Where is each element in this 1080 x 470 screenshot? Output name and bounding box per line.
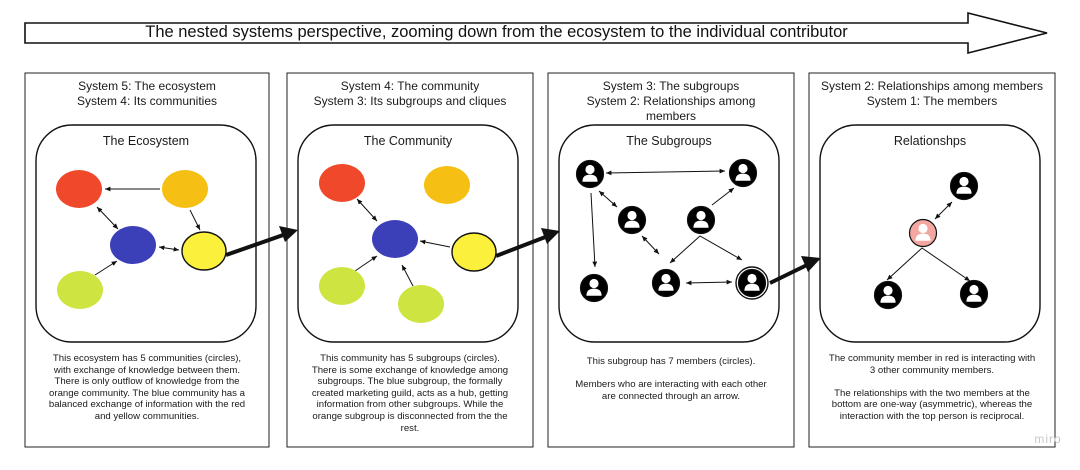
panel-header: System 2: Relationships among members Sy… [820, 79, 1044, 108]
panel-header: System 5: The ecosystem System 4: Its co… [76, 79, 218, 108]
member-person-icon [579, 273, 609, 303]
community-edges [354, 198, 451, 287]
edge-m1-m2 [605, 168, 726, 176]
ecosystem-nodes [56, 170, 227, 309]
edge-m5-m7 [685, 279, 733, 286]
edge-yellow-to-blue [419, 239, 451, 248]
subgroup-blue [372, 220, 418, 258]
miro-watermark: miro [1034, 432, 1062, 446]
edge-m1-to-m6 [590, 192, 598, 268]
subgroup-lightgreen [398, 285, 444, 323]
panel-description: This ecosystem has 5 communities (circle… [48, 353, 246, 422]
member-highlighted-person-icon [908, 218, 938, 248]
panel-header: System 3: The subgroups System 2: Relati… [586, 79, 756, 123]
edge-red-blue [96, 206, 119, 230]
community-red [56, 170, 102, 208]
edge-m4-to-m2 [711, 187, 735, 206]
community-green [57, 271, 103, 309]
banner-arrow [24, 11, 1048, 55]
member-person-icon [575, 159, 605, 189]
subgroup-red [319, 164, 365, 202]
edge-red-to-bottom [886, 247, 971, 282]
subgroup-yellow [451, 232, 497, 272]
community-orange [162, 170, 208, 208]
panel-header: System 4: The community System 3: Its su… [313, 79, 507, 108]
panel-description: The community member in red is interacti… [828, 353, 1036, 422]
member-person-icon [651, 268, 681, 298]
member-person-icon [617, 205, 647, 235]
edge-green-to-blue [354, 255, 378, 272]
community-blue [110, 226, 156, 264]
inner-title: Relationshps [893, 134, 967, 148]
subgroup-green [319, 267, 365, 305]
edge-lightgreen-to-blue [401, 264, 414, 287]
relationship-edges [886, 201, 971, 282]
edge-orange-to-yellow [189, 209, 201, 231]
community-nodes [319, 164, 497, 323]
community-yellow [181, 231, 227, 271]
ecosystem-edges [94, 186, 201, 276]
member-person-icon [873, 280, 903, 310]
subgroup-members [575, 158, 769, 303]
edge-m3-m5 [641, 235, 660, 255]
edge-red-top [934, 201, 953, 220]
panel-description: This community has 5 subgroups (circles)… [311, 353, 509, 434]
subgroup-orange [424, 166, 470, 204]
panel-description: This subgroup has 7 members (circles). M… [575, 356, 767, 402]
inner-title: The Ecosystem [102, 134, 190, 148]
edge-green-to-blue [94, 260, 118, 276]
edge-red-blue [356, 198, 378, 222]
inner-box-subgroups [558, 124, 780, 343]
member-person-icon [949, 171, 979, 201]
edge-m4-branch [669, 235, 743, 264]
member-person-icon [728, 158, 758, 188]
member-person-icon [737, 268, 767, 298]
member-person-icon [686, 205, 716, 235]
inner-title: The Subgroups [626, 134, 712, 148]
inner-title: The Community [363, 134, 453, 148]
banner-title: The nested systems perspective, zooming … [145, 23, 848, 41]
subgroup-edges [590, 168, 743, 286]
edge-m1-m3 [598, 190, 618, 208]
member-person-icon [959, 279, 989, 309]
panel-connector-arrows [225, 226, 821, 285]
edge-blue-yellow [158, 245, 180, 252]
